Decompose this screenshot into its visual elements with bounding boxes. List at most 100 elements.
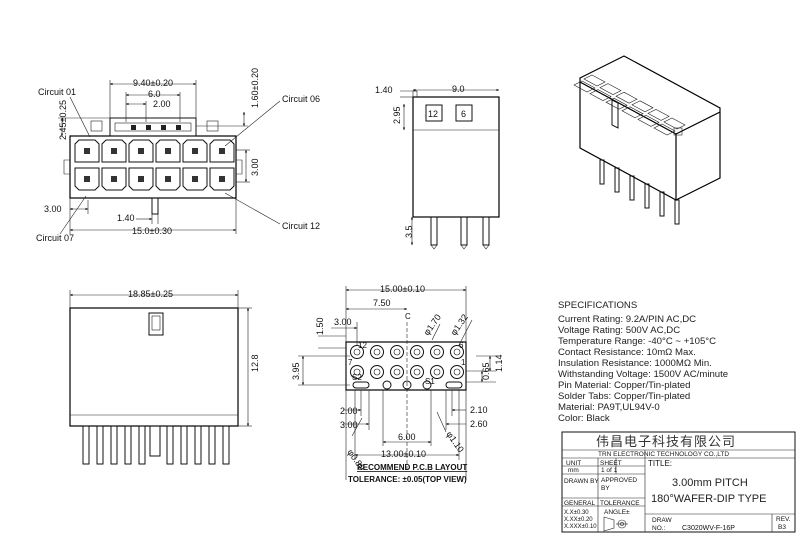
- spec-line: Material: PA9T,UL94V-0: [558, 402, 660, 413]
- iso-cell: [653, 123, 676, 136]
- label-s1: S1: [425, 377, 435, 386]
- tb-general: GENERAL: [564, 500, 595, 507]
- bottom-pin: [82, 425, 90, 465]
- tb-approved-2: BY: [601, 485, 610, 492]
- iso-cell: [631, 100, 654, 113]
- iso-pin: [674, 199, 680, 225]
- pin-12: 12: [358, 341, 367, 350]
- side-box-6: 6: [461, 109, 466, 119]
- leader-phi132: [458, 319, 473, 346]
- iso-cell: [599, 83, 622, 95]
- dim-text-300v: 3.00: [250, 158, 260, 176]
- iso-left-face: [579, 82, 677, 202]
- pcb-hole-ring: [450, 365, 464, 379]
- side-view: 12 6 9.0 1.40 2.95 3.5: [375, 84, 500, 250]
- iso-cell: [589, 89, 612, 101]
- front-side-bump-right: [236, 159, 243, 175]
- pcb-caption-1: RECOMMEND P.C.B LAYOUT: [357, 463, 467, 472]
- bottom-latch-window: [148, 312, 164, 336]
- side-body: [412, 96, 500, 218]
- tb-title-1: 3.00mm PITCH: [672, 477, 748, 489]
- leader-circuit-07: [59, 195, 87, 235]
- dim-text-60: 6.0: [148, 89, 161, 99]
- pcb-tab-s1: [445, 381, 463, 389]
- iso-pins: [599, 159, 680, 225]
- front-terminal: [111, 148, 117, 154]
- tb-sheet-value: 1 of 1: [601, 467, 618, 474]
- pin-1: 1: [461, 358, 466, 367]
- latch-tab: [161, 125, 166, 130]
- leader-phi170: [431, 323, 441, 341]
- projection-symbol-icon: [603, 516, 628, 532]
- bottom-pin: [96, 425, 104, 465]
- pcb-hole-ring: [390, 345, 404, 359]
- side-box-6-frame: [455, 104, 473, 122]
- title-block: 伟昌电子科技有限公司 TRN ELECTRONIC TECHNOLOGY CO.…: [561, 431, 796, 533]
- front-cavity: [128, 167, 154, 191]
- front-terminal: [138, 148, 144, 154]
- dim-text-245: 2.45±0.25: [58, 100, 68, 140]
- front-view: 9.40±0.20 6.0 2.00 2.45±0.25 1.60±0.20 3…: [36, 68, 320, 243]
- tb-tol-2: X.XX±0.20: [564, 517, 593, 523]
- dim-text-065: 0.65: [481, 362, 491, 380]
- label-circuit-07: Circuit 07: [36, 233, 74, 243]
- tb-angle: ANGLE±: [604, 509, 630, 516]
- front-latch-housing: [109, 117, 197, 137]
- dim-text-140s: 1.40: [375, 85, 393, 95]
- dim-text-300t: 3.00: [334, 317, 352, 327]
- pcb-hole: [433, 368, 441, 376]
- bottom-pin: [124, 425, 132, 465]
- pcb-hole: [393, 368, 401, 376]
- side-pin-tip: [482, 244, 490, 250]
- bottom-pin: [138, 425, 146, 465]
- iso-pin: [629, 175, 635, 201]
- pcb-hole: [453, 368, 461, 376]
- iso-cell: [637, 115, 660, 127]
- dim-text-90: 9.0: [452, 84, 465, 94]
- dim-text-260: 2.60: [470, 419, 488, 429]
- dim-text-600: 6.00: [398, 432, 416, 442]
- tb-tol-1: X.X±0.30: [564, 510, 589, 516]
- front-cavity: [74, 139, 100, 163]
- bottom-latch-inner: [151, 315, 161, 331]
- front-terminal: [84, 176, 90, 182]
- front-terminal: [192, 148, 198, 154]
- front-peg: [151, 197, 159, 215]
- pcb-tab-s2: [352, 381, 370, 389]
- pcb-hole: [433, 348, 441, 356]
- spec-line: Contact Resistance: 10mΩ Max.: [558, 347, 696, 358]
- front-latch-tabs: [131, 125, 181, 130]
- side-pin-right: [482, 216, 490, 246]
- spec-line: Solder Tabs: Copper/Tin-plated: [558, 391, 690, 402]
- pcb-hole-ring: [370, 345, 384, 359]
- dim-text-140: 1.40: [117, 213, 135, 223]
- pcb-hole-ring: [450, 345, 464, 359]
- front-terminal: [219, 148, 225, 154]
- spec-line: Insulation Resistance: 1000MΩ Min.: [558, 358, 712, 369]
- dim-text-phi132: φ1.32: [448, 312, 470, 337]
- pcb-hole: [373, 348, 381, 356]
- isometric-view: [573, 55, 721, 225]
- leader-circuit-12: [224, 192, 281, 225]
- bottom-pins: [82, 425, 230, 465]
- iso-cell: [605, 97, 628, 110]
- dim-text-1500: 15.00±0.10: [380, 284, 425, 294]
- dim-text-1300: 13.00±0.10: [381, 449, 426, 459]
- dim-text-114: 1.14: [494, 354, 504, 372]
- tb-unit-label: UNIT: [566, 460, 581, 467]
- side-pin-mid: [460, 216, 468, 246]
- iso-pin: [599, 159, 605, 185]
- front-cavity: [128, 139, 154, 163]
- front-cavity: [209, 167, 235, 191]
- side-box-12-frame: [425, 104, 443, 122]
- iso-label-box: [673, 127, 683, 136]
- title-block-frame: [561, 431, 796, 533]
- front-cavity: [101, 139, 127, 163]
- dim-text-1885: 18.85±0.25: [128, 289, 173, 299]
- dim-text-200: 2.00: [153, 99, 171, 109]
- dim-text-35: 3.5: [404, 225, 414, 238]
- front-cavity: [155, 139, 181, 163]
- dim-text-128: 12.8: [250, 354, 260, 372]
- spec-line: Pin Material: Copper/Tin-plated: [558, 380, 690, 391]
- leader-phi110: [436, 411, 447, 433]
